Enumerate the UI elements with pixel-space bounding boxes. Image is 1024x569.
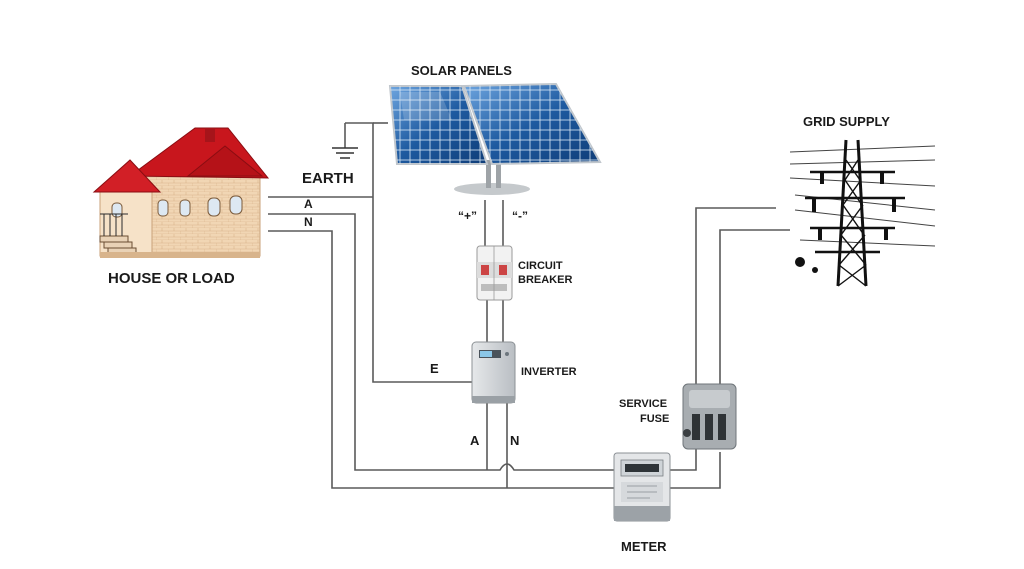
solar-panels-label: SOLAR PANELS [411, 63, 512, 78]
dc-plus-label: “+” [458, 209, 478, 223]
house-n-wire [268, 230, 614, 489]
house-a-wire [268, 213, 614, 471]
service-fuse-icon [682, 383, 737, 450]
earth-label: EARTH [302, 170, 354, 187]
power-tower-icon [789, 139, 936, 287]
earth-ground-icon [332, 147, 358, 159]
service-fuse-label-line1: SERVICE [619, 398, 668, 410]
inverter-a-label: A [470, 433, 480, 448]
circuit-breaker-label-line1: CIRCUIT [518, 260, 563, 272]
house-or-load-label: HOUSE OR LOAD [108, 270, 235, 287]
inverter-label: INVERTER [521, 366, 577, 378]
meter-icon [613, 452, 671, 522]
wiring [268, 122, 790, 489]
house-icon [92, 127, 270, 258]
fuse-to-grid-2 [719, 229, 790, 385]
meter-label: METER [621, 539, 667, 554]
circuit-breaker-icon [476, 245, 513, 301]
solar-panels-icon [388, 82, 602, 195]
circuit-breaker-label-line2: BREAKER [518, 274, 573, 286]
inverter-earth-label: E [430, 361, 439, 376]
meter-to-fuse-1 [668, 448, 697, 471]
house-a-label: A [304, 197, 313, 211]
inverter-n-label: N [510, 433, 520, 448]
earth-wire [345, 122, 473, 383]
house-n-label: N [304, 215, 313, 229]
meter-to-fuse-2 [668, 452, 721, 489]
grid-supply-label: GRID SUPPLY [803, 114, 890, 129]
fuse-to-grid-1 [695, 207, 776, 385]
inverter-icon [471, 341, 516, 404]
dc-minus-label: “-” [512, 209, 528, 223]
service-fuse-label-line2: FUSE [640, 413, 670, 425]
